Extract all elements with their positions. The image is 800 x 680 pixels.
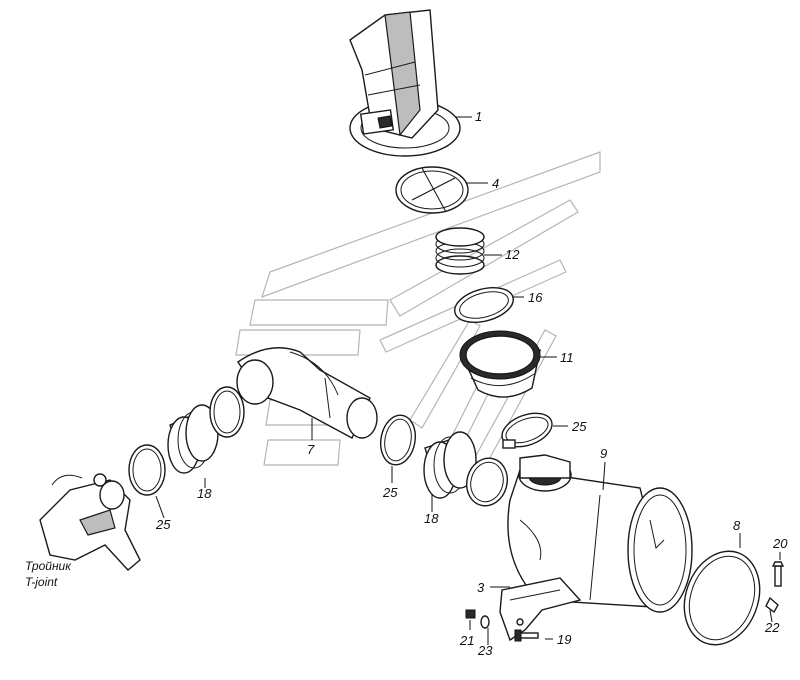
callout-22: 22 (764, 620, 780, 635)
callout-9: 9 (600, 446, 607, 461)
part-8-band-ring (683, 550, 761, 646)
callout-3: 3 (477, 580, 485, 595)
callout-1: 1 (475, 109, 482, 124)
callout-23: 23 (477, 643, 493, 658)
t-joint-label-en: T-joint (25, 575, 58, 589)
callout-11: 11 (560, 350, 574, 365)
callout-8: 8 (733, 518, 741, 533)
t-joint (39, 473, 141, 571)
callout-25-middle: 25 (382, 485, 398, 500)
part-9-air-filter-housing (507, 454, 693, 613)
part-19-bolt (514, 629, 539, 642)
callout-21: 21 (459, 633, 474, 648)
leader-lines (155, 116, 781, 645)
callout-20: 20 (772, 536, 788, 551)
part-1-air-intake-pipe (349, 9, 461, 157)
callout-25-left: 25 (155, 517, 171, 532)
part-25-clamp-left (128, 444, 166, 496)
callout-18-left: 18 (197, 486, 212, 501)
part-25-clamp-right (501, 412, 553, 449)
callout-7: 7 (307, 442, 315, 457)
callout-25-right: 25 (571, 419, 587, 434)
part-20-bolt (771, 561, 785, 587)
callout-12: 12 (505, 247, 520, 262)
part-7-elbow-pipe (236, 347, 378, 439)
part-22-nut (765, 596, 779, 614)
callout-4: 4 (492, 176, 499, 191)
callout-19: 19 (557, 632, 571, 647)
part-3-bracket (499, 577, 582, 642)
part-21-nut (465, 609, 476, 619)
part-11-bellows (459, 330, 541, 398)
t-joint-label-ru: Тройник (25, 559, 72, 573)
callout-labels: 1 4 12 16 11 25 9 7 25 18 18 25 8 20 3 2… (155, 109, 788, 658)
callout-18-middle: 18 (424, 511, 439, 526)
part-4-gasket (395, 166, 469, 214)
part-25-clamp-lower (466, 457, 508, 507)
part-25-clamp-left-upper (209, 386, 245, 438)
part-25-clamp-middle (380, 414, 416, 466)
callout-16: 16 (528, 290, 543, 305)
part-12-corrugated-ring (435, 227, 485, 275)
part-16-ring (454, 287, 514, 323)
part-23-washer (480, 615, 490, 629)
